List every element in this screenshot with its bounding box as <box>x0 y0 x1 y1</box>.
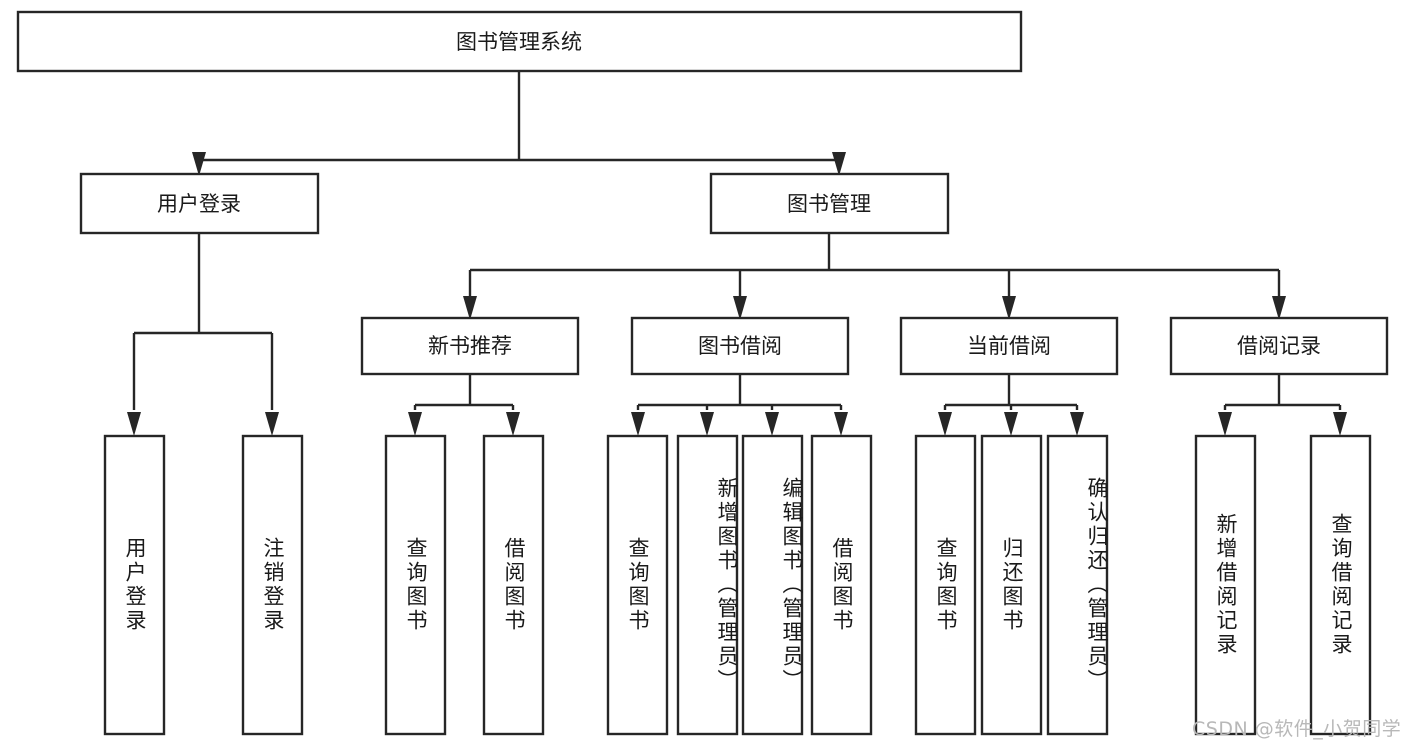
arrow-leaf-currentborrow-3 <box>1070 412 1084 436</box>
node-root-label: 图书管理系统 <box>456 30 582 54</box>
arrow-leaf-borrowrecord-2 <box>1333 412 1347 436</box>
node-user-login-box[interactable] <box>79 172 320 235</box>
leaf-box-book-borrow-1[interactable] <box>606 434 669 736</box>
leaf-box-book-borrow-4[interactable] <box>810 434 873 736</box>
arrow-to-current-borrow <box>1002 296 1016 320</box>
leaf-box-borrow-record-2[interactable] <box>1309 434 1372 736</box>
node-user-login[interactable]: 用户登录 <box>79 172 320 235</box>
arrow-leaf-userlogin-2 <box>265 412 279 436</box>
node-root-box[interactable] <box>16 10 1023 73</box>
arrow-to-new-book <box>463 296 477 320</box>
leaf-box-user-login-1[interactable] <box>103 434 166 736</box>
node-borrow-record-box[interactable] <box>1169 316 1389 376</box>
node-current-borrow-box[interactable] <box>899 316 1119 376</box>
arrow-leaf-bookborrow-3 <box>765 412 779 436</box>
node-book-borrow-box[interactable] <box>630 316 850 376</box>
leaf-box-user-login-2[interactable] <box>241 434 304 736</box>
leaf-box-book-borrow-3[interactable] <box>741 434 804 736</box>
node-user-login-label: 用户登录 <box>157 192 241 216</box>
node-borrow-record-label: 借阅记录 <box>1237 334 1321 358</box>
leaf-box-new-book-1[interactable] <box>384 434 447 736</box>
node-new-book-recommend-box[interactable] <box>360 316 580 376</box>
node-current-borrow[interactable]: 当前借阅 <box>899 316 1119 376</box>
leaf-box-current-borrow-1[interactable] <box>914 434 977 736</box>
node-book-borrow[interactable]: 图书借阅 <box>630 316 850 376</box>
arrow-leaf-userlogin-1 <box>127 412 141 436</box>
node-book-borrow-label: 图书借阅 <box>698 334 782 358</box>
arrow-leaf-bookborrow-1 <box>631 412 645 436</box>
arrow-leaf-bookborrow-4 <box>834 412 848 436</box>
leaf-box-borrow-record-1[interactable] <box>1194 434 1257 736</box>
node-new-book-recommend-label: 新书推荐 <box>428 334 512 358</box>
leaf-box-new-book-2[interactable] <box>482 434 545 736</box>
leaf-box-current-borrow-3[interactable] <box>1046 434 1109 736</box>
node-root[interactable]: 图书管理系统 <box>16 10 1023 73</box>
node-book-manage[interactable]: 图书管理 <box>709 172 950 235</box>
node-new-book-recommend[interactable]: 新书推荐 <box>360 316 580 376</box>
leaf-box-current-borrow-2[interactable] <box>980 434 1043 736</box>
arrow-to-book-manage <box>832 152 846 176</box>
connector-layer <box>127 71 1347 436</box>
arrow-leaf-currentborrow-2 <box>1004 412 1018 436</box>
arrow-leaf-currentborrow-1 <box>938 412 952 436</box>
leaf-box-book-borrow-2[interactable] <box>676 434 739 736</box>
arrow-to-user-login <box>192 152 206 176</box>
arrow-leaf-borrowrecord-1 <box>1218 412 1232 436</box>
arrow-leaf-newbook-2 <box>506 412 520 436</box>
watermark-text: CSDN @软件_小贺同学 <box>1192 718 1402 740</box>
arrow-leaf-newbook-1 <box>408 412 422 436</box>
node-borrow-record[interactable]: 借阅记录 <box>1169 316 1389 376</box>
arrow-to-book-borrow <box>733 296 747 320</box>
arrow-to-borrow-record <box>1272 296 1286 320</box>
node-book-manage-label: 图书管理 <box>787 192 871 216</box>
node-book-manage-box[interactable] <box>709 172 950 235</box>
arrow-leaf-bookborrow-2 <box>700 412 714 436</box>
node-current-borrow-label: 当前借阅 <box>967 334 1051 358</box>
